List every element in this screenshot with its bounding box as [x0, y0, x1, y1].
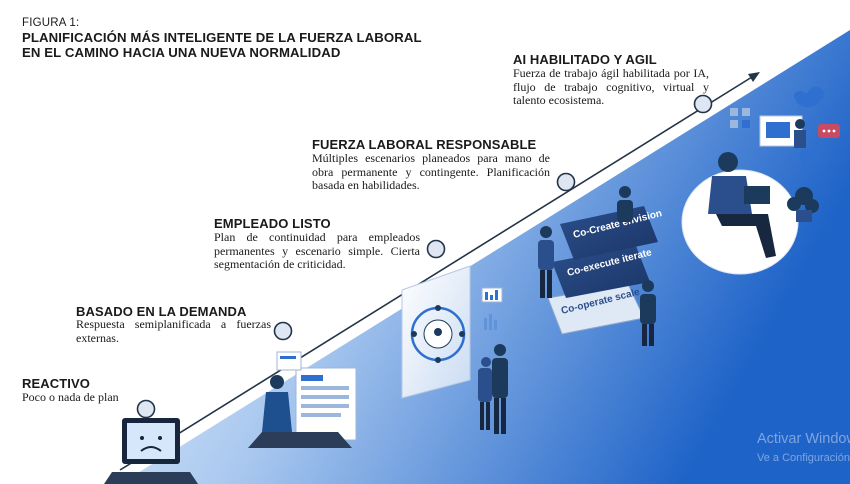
- stage-title-empleado: EMPLEADO LISTO: [214, 216, 331, 231]
- stage-node-responsable: [556, 172, 576, 192]
- process-screen-icon: [401, 265, 503, 399]
- sad-laptop-icon: [104, 418, 198, 484]
- stage-node-empleado: [426, 239, 446, 259]
- card-co-create: [560, 206, 658, 260]
- person-laptop-icon: [248, 351, 357, 448]
- chat-bubble-icon: [800, 124, 840, 162]
- plant-icon: [787, 187, 819, 222]
- activation-watermark-title: Activar Windows: [757, 431, 850, 447]
- stage-desc-demanda: Respuesta semiplanificada a fuerzas exte…: [76, 317, 271, 345]
- arrow-head-icon: [748, 72, 760, 82]
- progress-line: [119, 76, 753, 471]
- cloud-icon: [794, 87, 824, 107]
- stage-title-responsable: FUERZA LABORAL RESPONSABLE: [312, 137, 537, 152]
- card-stack: Co-Create envision Co-execute iterate Co…: [547, 206, 663, 335]
- stage-desc-reactivo: Poco o nada de plan: [22, 390, 119, 404]
- standing-people-icon: [478, 344, 508, 434]
- stage-title-reactivo: REACTIVO: [22, 376, 90, 391]
- stage-desc-empleado: Plan de continuidad para empleados perma…: [214, 230, 420, 271]
- stage-node-reactivo: [136, 399, 156, 419]
- team-people-icon: [538, 186, 656, 346]
- remote-worker-icon: [681, 115, 806, 275]
- dashboard-grid-icon: [730, 108, 750, 128]
- stage-node-ai: [693, 94, 713, 114]
- figure-title: PLANIFICACIÓN MÁS INTELIGENTE DE LA FUER…: [22, 30, 422, 60]
- stage-desc-responsable: Múltiples escenarios planeados para mano…: [312, 151, 550, 192]
- stage-desc-ai: Fuerza de trabajo ágil habilitada por IA…: [513, 66, 709, 107]
- activation-watermark-subtitle: Ve a Configuración: [757, 452, 850, 464]
- figure-label: FIGURA 1:: [22, 17, 80, 29]
- stage-title-ai: AI HABILITADO Y AGIL: [513, 52, 657, 67]
- stage-title-demanda: BASADO EN LA DEMANDA: [76, 304, 247, 319]
- stage-node-demanda: [273, 321, 293, 341]
